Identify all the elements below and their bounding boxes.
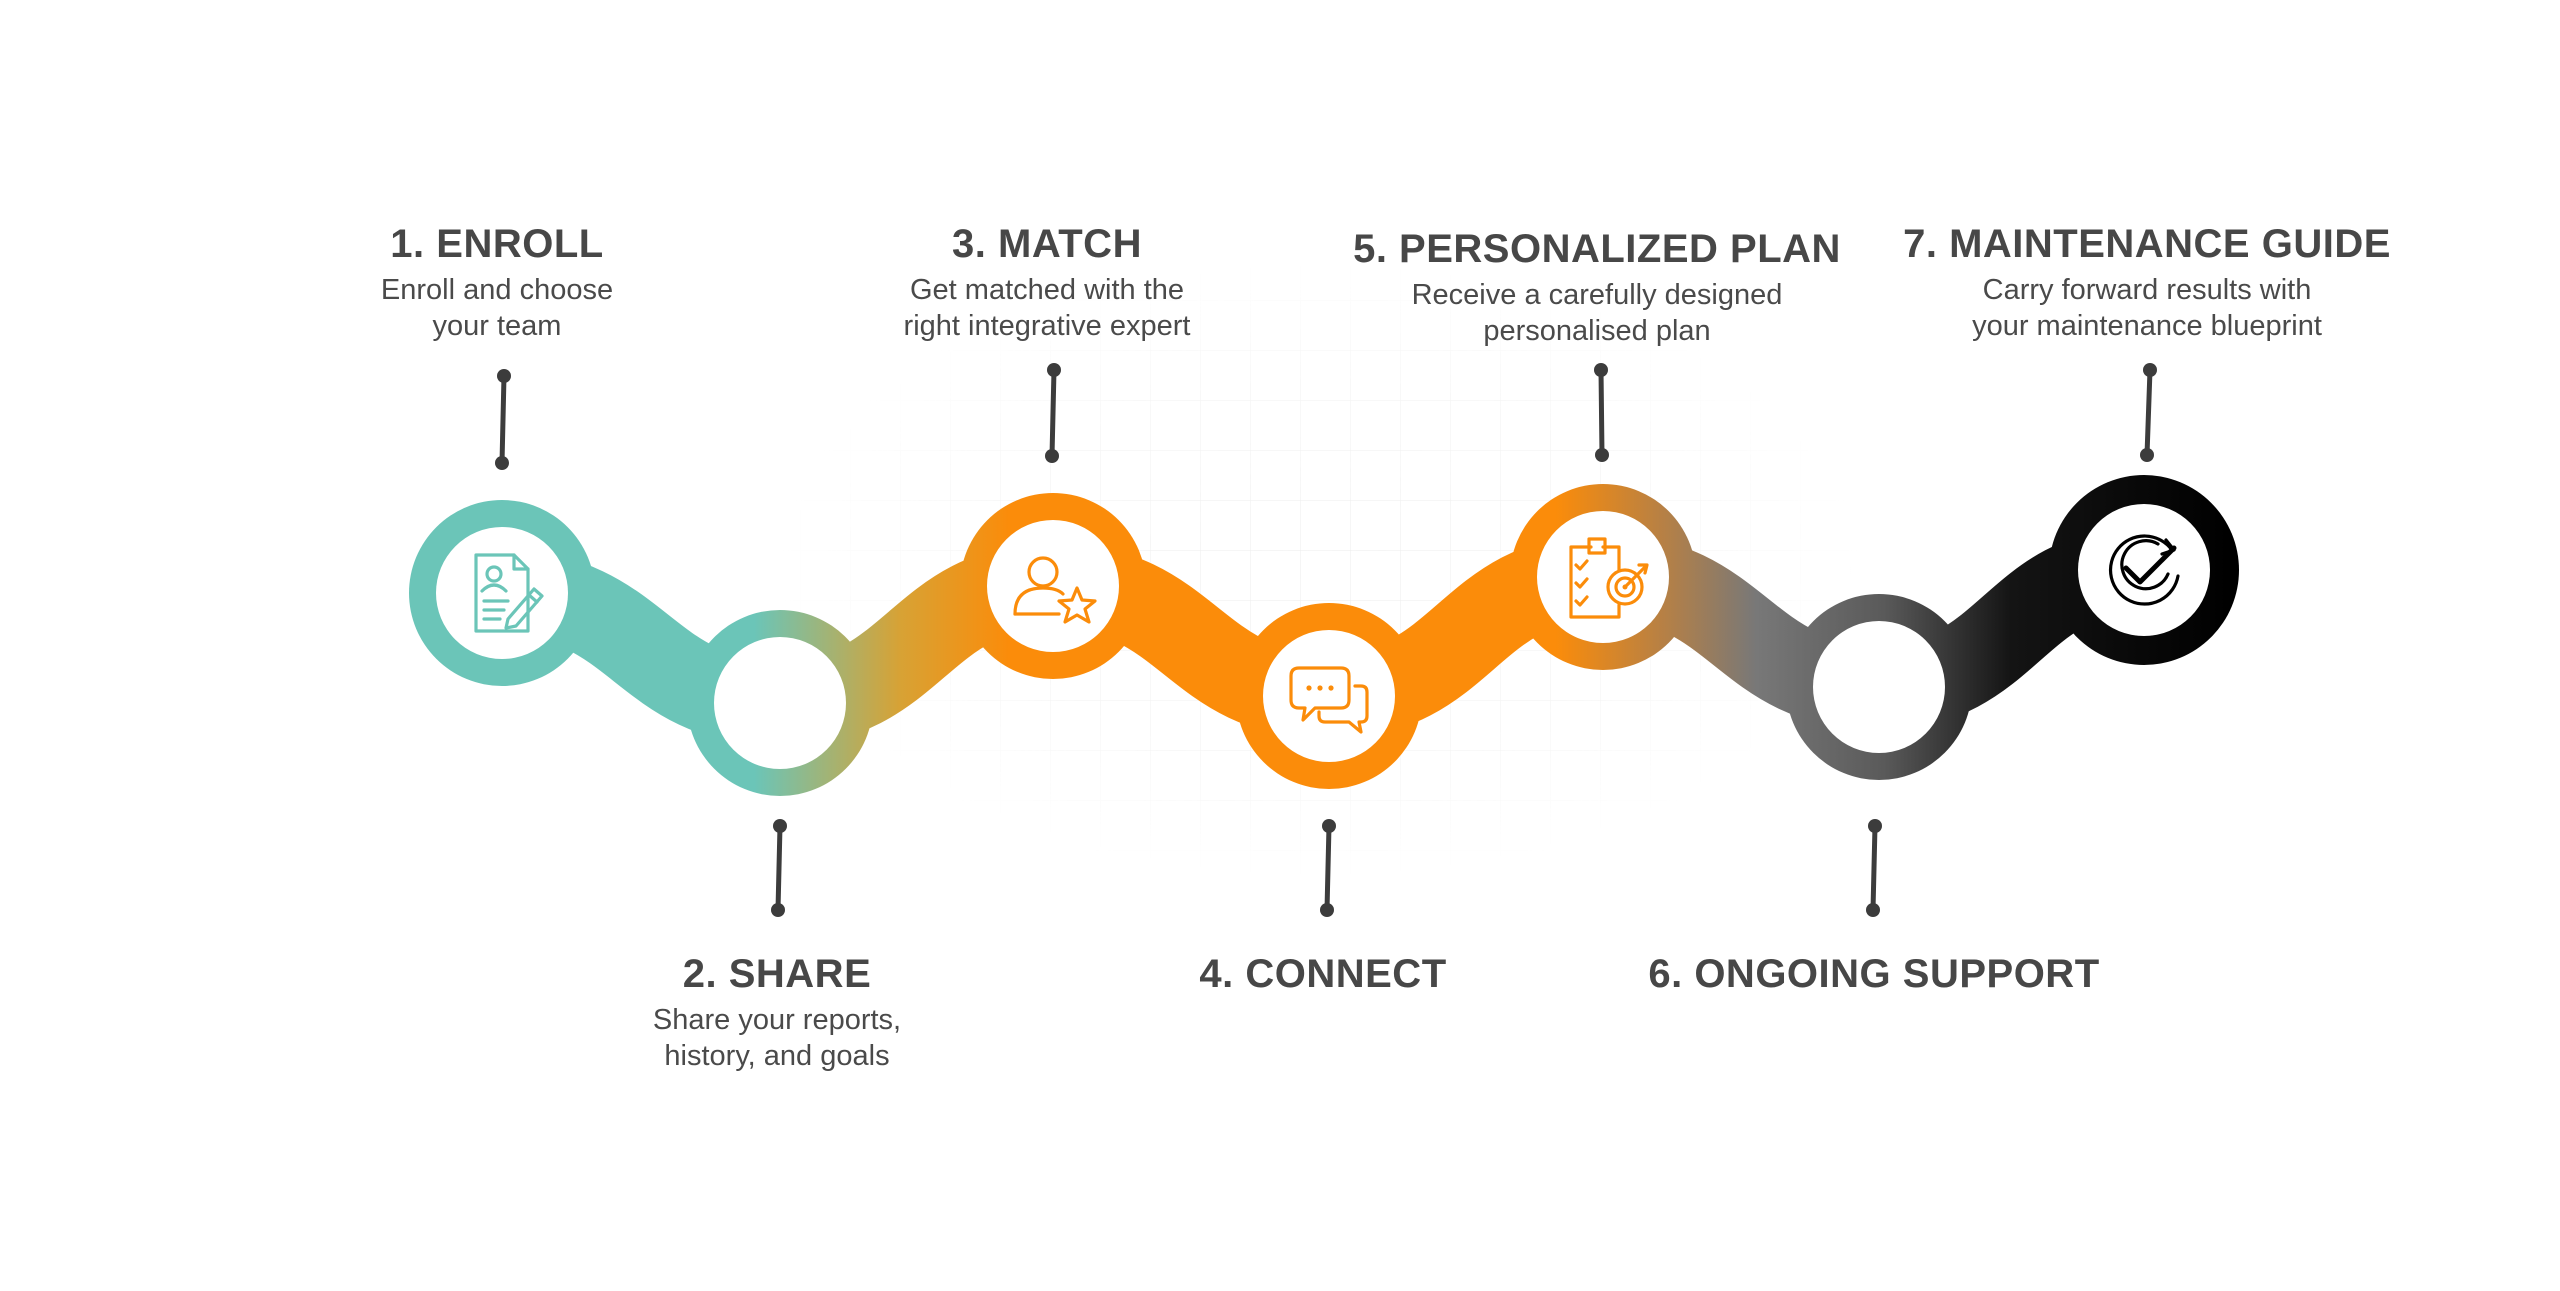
user-star-icon: [1013, 556, 1097, 624]
step-5-node: [1537, 511, 1669, 643]
step-4-heading: 4. CONNECT: [1199, 952, 1447, 996]
clipboard-target-icon: [1569, 537, 1649, 619]
step-7-label: 7. MAINTENANCE GUIDE Carry forward resul…: [1797, 220, 2497, 344]
step-3-connector-pin: [1045, 363, 1061, 463]
step-1-label: 1. ENROLL Enroll and choose your team: [147, 220, 847, 344]
step-4-label: 4. CONNECT: [973, 950, 1673, 998]
step-3-desc-line: Get matched with the: [909, 274, 1185, 306]
step-6-connector-pin: [1866, 819, 1882, 917]
step-2-connector-pin: [771, 819, 787, 917]
step-6-node: [1813, 621, 1945, 753]
chat-bubbles-icon: [1289, 666, 1369, 734]
connector-pins: [495, 363, 2157, 917]
step-2-node: [714, 637, 846, 769]
step-7-desc-line: your maintenance blueprint: [1972, 310, 2322, 342]
step-3-node: [987, 520, 1119, 652]
step-1-node: [436, 527, 568, 659]
step-6-heading: 6. ONGOING SUPPORT: [1648, 952, 2100, 996]
step-2-desc-line: history, and goals: [664, 1040, 890, 1072]
step-2-description: Share your reports, history, and goals: [427, 1002, 1127, 1074]
step-4-connector-pin: [1320, 819, 1336, 917]
step-5-connector-pin: [1594, 363, 1609, 462]
step-5-desc-line: Receive a carefully designed: [1411, 279, 1783, 311]
step-1-desc-line: your team: [432, 310, 562, 342]
step-5-desc-line: personalised plan: [1483, 315, 1711, 347]
step-7-heading: 7. MAINTENANCE GUIDE: [1903, 222, 2391, 266]
step-3-label: 3. MATCH Get matched with the right inte…: [697, 220, 1397, 344]
step-1-connector-pin: [495, 369, 511, 470]
step-7-desc-line: Carry forward results with: [1982, 274, 2312, 306]
step-1-heading: 1. ENROLL: [390, 222, 604, 266]
step-7-description: Carry forward results with your maintena…: [1797, 272, 2497, 344]
step-1-description: Enroll and choose your team: [147, 272, 847, 344]
step-3-description: Get matched with the right integrative e…: [697, 272, 1397, 344]
step-2-label: 2. SHARE Share your reports, history, an…: [427, 950, 1127, 1074]
step-5-heading: 5. PERSONALIZED PLAN: [1353, 227, 1841, 271]
document-edit-icon: [474, 553, 544, 633]
step-2-heading: 2. SHARE: [682, 952, 872, 996]
step-5-label: 5. PERSONALIZED PLAN Receive a carefully…: [1247, 225, 1947, 349]
step-7-node: [2078, 504, 2210, 636]
step-7-connector-pin: [2140, 363, 2157, 462]
step-3-heading: 3. MATCH: [952, 222, 1142, 266]
step-6-label: 6. ONGOING SUPPORT: [1524, 950, 2224, 998]
step-3-desc-line: right integrative expert: [903, 310, 1191, 342]
cycle-check-icon: [2108, 534, 2180, 606]
step-2-desc-line: Share your reports,: [652, 1004, 902, 1036]
step-4-node: [1263, 630, 1395, 762]
step-5-description: Receive a carefully designed personalise…: [1247, 277, 1947, 349]
step-1-desc-line: Enroll and choose: [380, 274, 614, 306]
